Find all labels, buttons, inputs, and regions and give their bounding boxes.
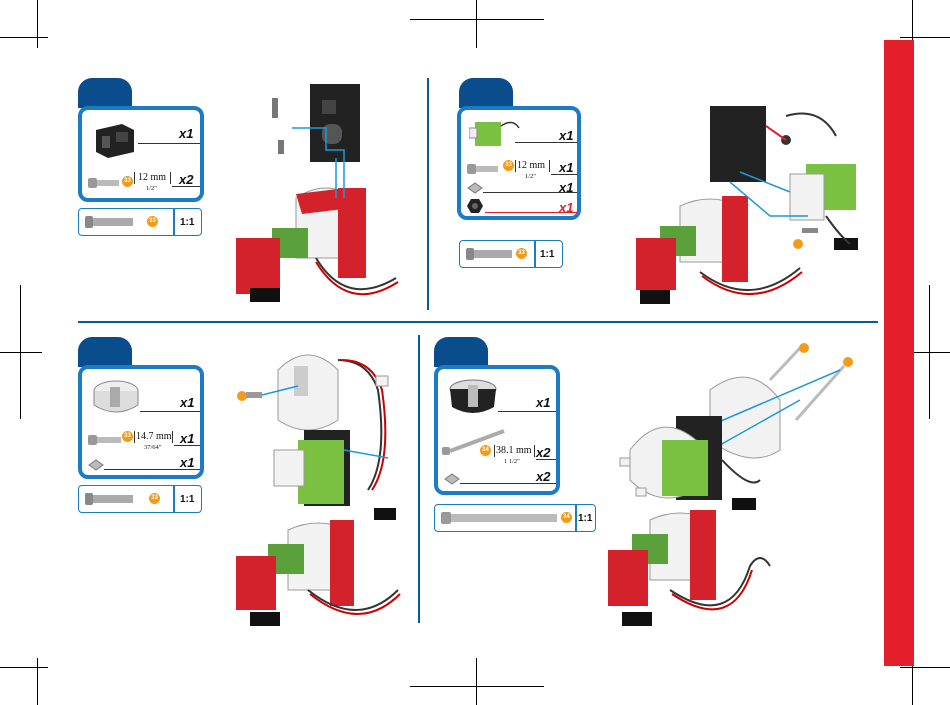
screw-length-in: 1/2": [525, 173, 536, 180]
vertical-divider-top: [427, 78, 429, 310]
screw-icon: [467, 162, 501, 176]
part-number-icon: 33: [122, 431, 133, 442]
step-c-assembly-illustration: [228, 340, 418, 630]
step-b-number-tab: [459, 78, 513, 108]
step-d-scale-box: 34 1:1: [434, 504, 596, 532]
screw-length-mm: 38.1 mm: [496, 445, 532, 456]
screw-length-mm: 12 mm: [138, 172, 166, 183]
step-c-parts-panel: x1 33 14.7 mm 37/64" x1 x1: [78, 365, 204, 479]
scale-divider: [575, 505, 577, 531]
part1-qty: x1: [536, 395, 550, 410]
screw-scale-icon: [466, 246, 514, 262]
step-a-scale-box: 33 1:1: [78, 208, 202, 236]
part1-qty: x1: [559, 128, 573, 143]
servo-motor-icon: [469, 116, 523, 152]
step-c-scale-box: 33 1:1: [78, 485, 202, 513]
measure-tick-right: [172, 431, 173, 443]
part-number-icon: 33: [122, 176, 133, 187]
part4-qty: x1: [559, 200, 573, 215]
scale-divider: [173, 486, 175, 512]
part-number-icon: 33: [516, 248, 527, 259]
step-d-assembly-illustration: [600, 340, 870, 636]
screw-length-mm: 14.7 mm: [136, 431, 172, 442]
hex-nut-icon: [467, 198, 483, 214]
step-b-parts-panel: x1 33 12 mm 1/2" x1 x1 x1: [457, 106, 581, 220]
square-nut-icon: [467, 182, 483, 194]
part2-qty: x1: [559, 160, 573, 175]
measure-tick-right: [534, 445, 535, 457]
screw-scale-icon: [85, 214, 135, 230]
part2-qty: x2: [179, 172, 193, 187]
part1-line: [138, 143, 200, 144]
measure-tick-left: [134, 172, 135, 184]
scale-ratio: 1:1: [540, 249, 554, 260]
part3-qty: x1: [559, 180, 573, 195]
square-nut-icon: [444, 473, 460, 485]
measure-tick-right: [549, 160, 550, 172]
part1-qty: x1: [179, 126, 193, 141]
part-number-icon: 33: [149, 493, 160, 504]
step-d-number-tab: [434, 337, 488, 367]
scale-divider: [534, 241, 536, 267]
step-d-parts-panel: x1 34 38.1 mm 1 1/2" x2 x2: [434, 365, 560, 495]
step-a-parts-panel: x1 33 12 mm 1/2" x2: [78, 106, 204, 202]
vertical-divider-bottom: [418, 335, 420, 623]
part1-qty: x1: [180, 395, 194, 410]
part1-line: [140, 411, 200, 412]
scale-ratio: 1:1: [180, 217, 194, 228]
red-side-bar: [884, 40, 914, 666]
screw-scale-icon: [85, 491, 135, 507]
part-number-icon: 33: [147, 216, 158, 227]
long-screw-scale-icon: [441, 510, 559, 526]
measure-tick-left: [494, 445, 495, 457]
servo-horn-hub-icon: [446, 377, 500, 419]
step-b-assembly-illustration: [620, 96, 870, 314]
screw-icon: [88, 433, 124, 447]
part1-line: [498, 411, 556, 412]
screw-length-in: 37/64": [144, 444, 161, 451]
part-number-icon: 34: [480, 445, 491, 456]
step-b-scale-box: 33 1:1: [459, 240, 563, 268]
screw-icon: [88, 176, 122, 190]
screw-length-in: 1 1/2": [504, 458, 520, 465]
horizontal-divider: [78, 321, 878, 323]
part-number-icon: 33: [503, 160, 514, 171]
scale-divider: [173, 209, 175, 235]
servo-bracket-icon: [92, 120, 138, 160]
step-c-number-tab: [78, 337, 132, 367]
part3-qty: x2: [536, 469, 550, 484]
part2-qty: x1: [180, 431, 194, 446]
screw-length-in: 1/2": [146, 185, 157, 192]
measure-tick-left: [515, 160, 516, 172]
part3-qty: x1: [180, 455, 194, 470]
part-number-icon: 34: [561, 512, 572, 523]
step-a-number-tab: [78, 78, 132, 108]
scale-ratio: 1:1: [578, 513, 592, 524]
screw-length-mm: 12 mm: [517, 160, 545, 171]
square-nut-icon: [88, 459, 104, 471]
measure-tick-right: [170, 172, 171, 184]
part2-qty: x2: [536, 445, 550, 460]
scale-ratio: 1:1: [180, 494, 194, 505]
measure-tick-left: [134, 431, 135, 443]
servo-horn-hub-icon: [90, 377, 142, 417]
step-a-assembly-illustration: [226, 78, 416, 316]
